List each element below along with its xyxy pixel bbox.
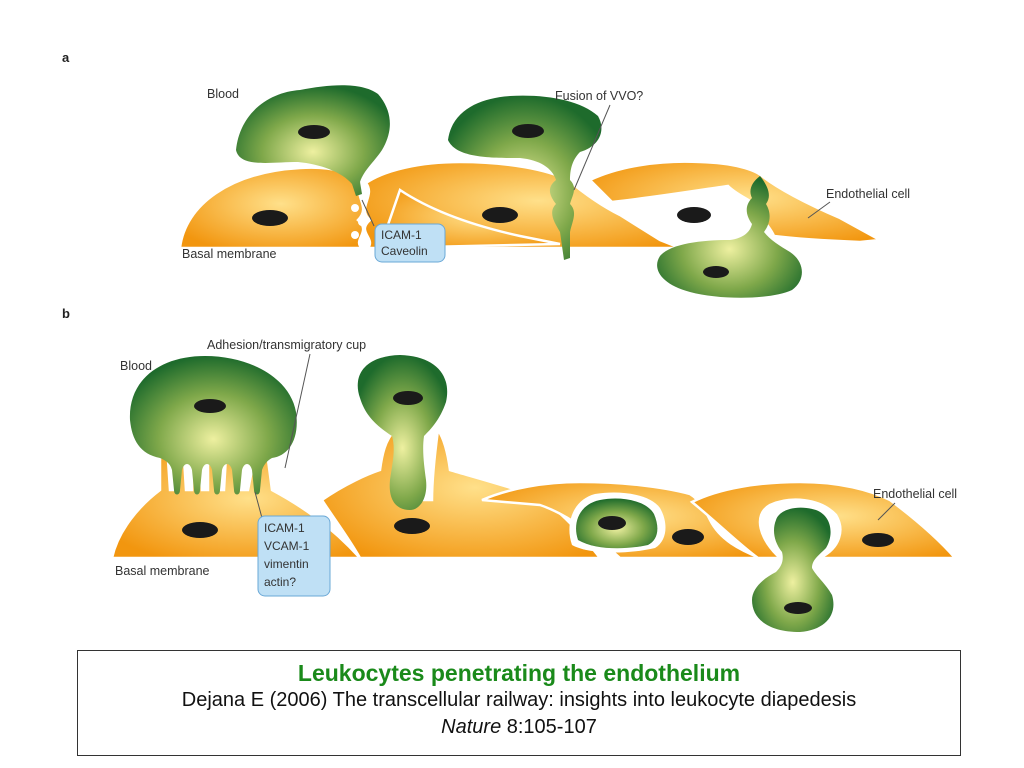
panel-b-endo-4-nucleus xyxy=(862,533,894,547)
panel-b-marker-actin: actin? xyxy=(264,575,296,589)
panel-b-endo-2-nucleus xyxy=(394,518,430,534)
panel-a-endo-2-nucleus xyxy=(482,207,518,223)
panel-a-vesicles xyxy=(351,204,366,239)
caption-reference: Dejana E (2006) The transcellular railwa… xyxy=(181,689,857,711)
panel-a: a Blood Fusion of VVO? Endothelial cell … xyxy=(62,50,910,298)
panel-b-endo-3-nucleus xyxy=(672,529,704,545)
panel-a-leukocyte-1 xyxy=(236,85,390,196)
panel-a-marker-box xyxy=(374,223,446,263)
panel-b-endothelial-label: Endothelial cell xyxy=(873,487,957,501)
panel-b-marker-vcam1: VCAM-1 xyxy=(264,539,310,553)
caption-journal: Nature xyxy=(441,716,502,738)
panel-a-fusion-leader xyxy=(573,104,611,191)
panel-a-leukocyte-2-nucleus xyxy=(512,124,544,138)
panel-b-cup-label: Adhesion/transmigratory cup xyxy=(207,338,366,352)
panel-a-leukocyte-1-nucleus xyxy=(298,125,330,139)
panel-b-leukocyte-1-nucleus xyxy=(194,399,226,413)
panel-a-marker-icam1: ICAM-1 xyxy=(381,228,422,242)
panel-b: b Adhesion/transmigratory cup Blood Endo… xyxy=(62,306,958,632)
panel-b-marker-leader xyxy=(254,491,263,519)
diapedesis-diagram: a Blood Fusion of VVO? Endothelial cell … xyxy=(62,50,958,632)
panel-b-marker-icam1: ICAM-1 xyxy=(264,521,305,535)
panel-b-basal-label: Basal membrane xyxy=(115,564,210,578)
caption-citation: Nature 8:105-107 xyxy=(78,714,960,741)
panel-a-basal-label: Basal membrane xyxy=(182,247,277,261)
panel-a-leukocyte-3-nucleus xyxy=(703,266,729,278)
panel-a-marker-leader xyxy=(361,199,375,227)
panel-a-letter: a xyxy=(62,50,70,65)
panel-b-blood-label: Blood xyxy=(120,359,152,373)
panel-b-letter: b xyxy=(62,306,70,321)
panel-b-marker-vimentin: vimentin xyxy=(264,557,309,571)
panel-a-endothelial-cell-3 xyxy=(587,160,885,244)
panel-b-endo-1-nucleus xyxy=(182,522,218,538)
panel-a-endo-1-nucleus xyxy=(252,210,288,226)
panel-a-endothelial-cell-1 xyxy=(178,166,366,250)
panel-b-leukocyte-4-nucleus xyxy=(784,602,812,614)
panel-b-leukocyte-2-nucleus xyxy=(393,391,423,405)
caption-title: Leukocytes penetrating the endothelium xyxy=(297,660,741,686)
panel-a-fusion-label: Fusion of VVO? xyxy=(555,89,643,103)
panel-b-leukocyte-1 xyxy=(129,356,297,495)
caption-volume-pages: 8:105-107 xyxy=(501,716,597,738)
panel-b-leukocyte-2 xyxy=(357,355,448,510)
panel-b-marker-box xyxy=(257,515,331,597)
panel-a-marker-caveolin: Caveolin xyxy=(381,244,428,258)
panel-a-endo-3-nucleus xyxy=(677,207,711,223)
panel-b-leukocyte-3-nucleus xyxy=(598,516,626,530)
panel-a-leukocyte-3 xyxy=(657,176,802,298)
panel-b-leukocyte-4 xyxy=(752,507,834,632)
panel-a-leukocyte-2 xyxy=(448,95,602,260)
panel-a-endothelial-label: Endothelial cell xyxy=(826,187,910,201)
panel-b-cup-leader xyxy=(284,353,311,469)
panel-a-blood-label: Blood xyxy=(207,87,239,101)
panel-a-endothelial-leader xyxy=(807,201,831,219)
caption-box: Leukocytes penetrating the endothelium D… xyxy=(77,650,961,756)
panel-b-endothelial-leader xyxy=(877,502,896,521)
